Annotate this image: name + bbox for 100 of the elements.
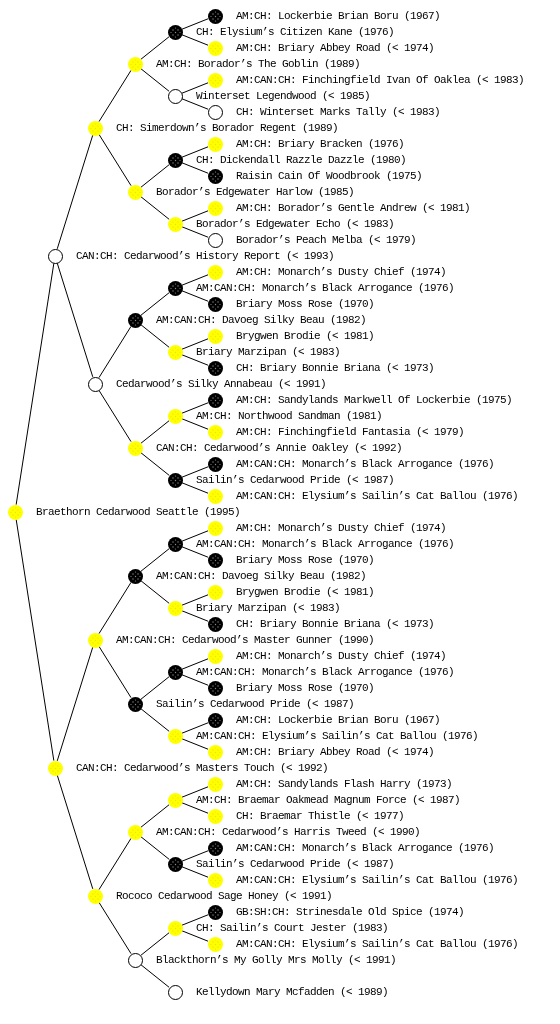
connector-line [181,18,209,30]
connector-line [181,210,209,222]
connector-line [181,82,209,94]
connector-line [181,802,209,814]
dog-name: Brygwen Brodie (< 1981) [236,330,375,342]
connector-line [181,418,209,430]
dog-name: AM:CH: Borador’s Gentle Andrew (< 1981) [236,202,471,214]
connector-line [140,196,170,220]
connector-line [181,354,209,366]
connector-line [140,708,170,732]
connector-line [98,901,132,955]
connector-line [140,548,170,572]
dog-name: CAN:CH: Cedarwood’s Masters Touch (< 1992) [76,762,329,774]
connector-line [181,466,209,478]
dog-name: Brygwen Brodie (< 1981) [236,586,375,598]
dog-name: AM:CAN:CH: Monarch’s Black Arrogance (1976) [236,458,495,470]
dog-name: CH: Dickendall Razzle Dazzle (1980) [196,154,407,166]
connector-line [98,645,132,699]
connector-line [181,402,209,414]
connector-line [98,69,132,123]
connector-line [181,162,209,174]
dog-name: CH: Sailin’s Court Jester (1983) [196,922,389,934]
connector-line [15,262,55,506]
dog-name: AM:CH: Monarch’s Dusty Chief (1974) [236,650,447,662]
dog-name: CH: Briary Bonnie Briana (< 1973) [236,618,435,630]
dog-name: AM:CAN:CH: Monarch’s Black Arrogance (1976) [196,538,455,550]
dog-name: AM:CH: Monarch’s Dusty Chief (1974) [236,266,447,278]
dog-name: Borador’s Peach Melba (< 1979) [236,234,417,246]
dog-name: AM:CH: Briary Abbey Road (< 1974) [236,746,435,758]
dog-name: AM:CAN:CH: Cedarwood’s Harris Tweed (< 1990) [156,826,421,838]
dog-name: Rococo Cedarwood Sage Honey (< 1991) [116,890,333,902]
connector-line [56,262,94,378]
dog-name: CH: Elysium’s Citizen Kane (1976) [196,26,395,38]
dog-name: AM:CH: Braemar Oakmead Magnum Force (< 1987) [196,794,461,806]
connector-line [181,914,209,926]
dog-name: Winterset Legendwood (< 1985) [196,90,371,102]
dog-name: Briary Moss Rose (1970) [236,682,375,694]
connector-line [98,581,132,635]
connector-line [181,738,209,750]
dog-name: Briary Marzipan (< 1983) [196,602,341,614]
dog-name: CH: Braemar Thistle (< 1977) [236,810,405,822]
dog-name: Borador’s Edgewater Harlow (1985) [156,186,355,198]
connector-line [56,134,94,250]
dog-name: AM:CAN:CH: Elysium’s Sailin’s Cat Ballou (1976) [196,730,479,742]
dog-name: CH: Winterset Marks Tally (< 1983) [236,106,441,118]
dog-name: AM:CAN:CH: Davoeg Silky Beau (1982) [156,570,367,582]
dog-name: Briary Moss Rose (1970) [236,554,375,566]
dog-name: AM:CAN:CH: Monarch’s Black Arrogance (1976) [236,842,495,854]
connector-line [140,452,170,476]
connector-line [181,722,209,734]
dog-name: AM:CAN:CH: Davoeg Silky Beau (1982) [156,314,367,326]
connector-line [181,34,209,46]
connector-line [140,932,170,956]
connector-line [181,226,209,238]
dog-name: AM:CAN:CH: Elysium’s Sailin’s Cat Ballou (1976) [236,874,519,886]
dog-name: AM:CAN:CH: Cedarwood’s Master Gunner (1990) [116,634,375,646]
dog-name: AM:CAN:CH: Elysium’s Sailin’s Cat Ballou (1976) [236,490,519,502]
connector-line [98,837,132,891]
connector-line [181,274,209,286]
dog-name: Sailin’s Cedarwood Pride (< 1987) [156,698,355,710]
connector-line [181,866,209,878]
dog-name: AM:CH: Briary Abbey Road (< 1974) [236,42,435,54]
dog-name: AM:CH: Monarch’s Dusty Chief (1974) [236,522,447,534]
dog-name: Briary Marzipan (< 1983) [196,346,341,358]
dog-name: AM:CAN:CH: Monarch’s Black Arrogance (1976) [196,666,455,678]
connector-line [181,610,209,622]
connector-line [140,292,170,316]
connector-line [181,930,209,942]
connector-line [140,836,170,860]
connector-line [181,850,209,862]
connector-line [181,290,209,302]
dog-name: GB:SH:CH: Strinesdale Old Spice (1974) [236,906,465,918]
connector-line [181,98,209,110]
dog-name: AM:CH: Finchingfield Fantasia (< 1979) [236,426,465,438]
dog-name: CH: Simerdown’s Borador Regent (1989) [116,122,339,134]
connector-line [181,482,209,494]
dog-name: Kellydown Mary Mcfadden (< 1989) [196,986,389,998]
dog-name: Blackthorn’s My Golly Mrs Molly (< 1991) [156,954,397,966]
connector-line [181,338,209,350]
dog-name: CAN:CH: Cedarwood’s Annie Oakley (< 1992) [156,442,403,454]
connector-line [140,580,170,604]
dog-name: Raisin Cain Of Woodbrook (1975) [236,170,423,182]
dog-name: Cedarwood’s Silky Annabeau (< 1991) [116,378,327,390]
connector-line [56,774,94,890]
dog-name: AM:CH: Lockerbie Brian Boru (1967) [236,10,441,22]
dog-name: AM:CH: Northwood Sandman (1981) [196,410,383,422]
dog-name: AM:CH: Lockerbie Brian Boru (1967) [236,714,441,726]
connector-line [98,389,132,443]
connector-line [98,325,132,379]
connector-line [98,133,132,187]
connector-line [140,804,170,828]
dog-name: Sailin’s Cedarwood Pride (< 1987) [196,858,395,870]
connector-line [181,594,209,606]
connector-line [140,676,170,700]
connector-line [181,786,209,798]
connector-line [140,964,170,988]
dog-name: AM:CH: Sandylands Flash Harry (1973) [236,778,453,790]
connector-line [140,324,170,348]
dog-name: Sailin’s Cedarwood Pride (< 1987) [196,474,395,486]
dog-name: AM:CH: Borador’s The Goblin (1989) [156,58,361,70]
